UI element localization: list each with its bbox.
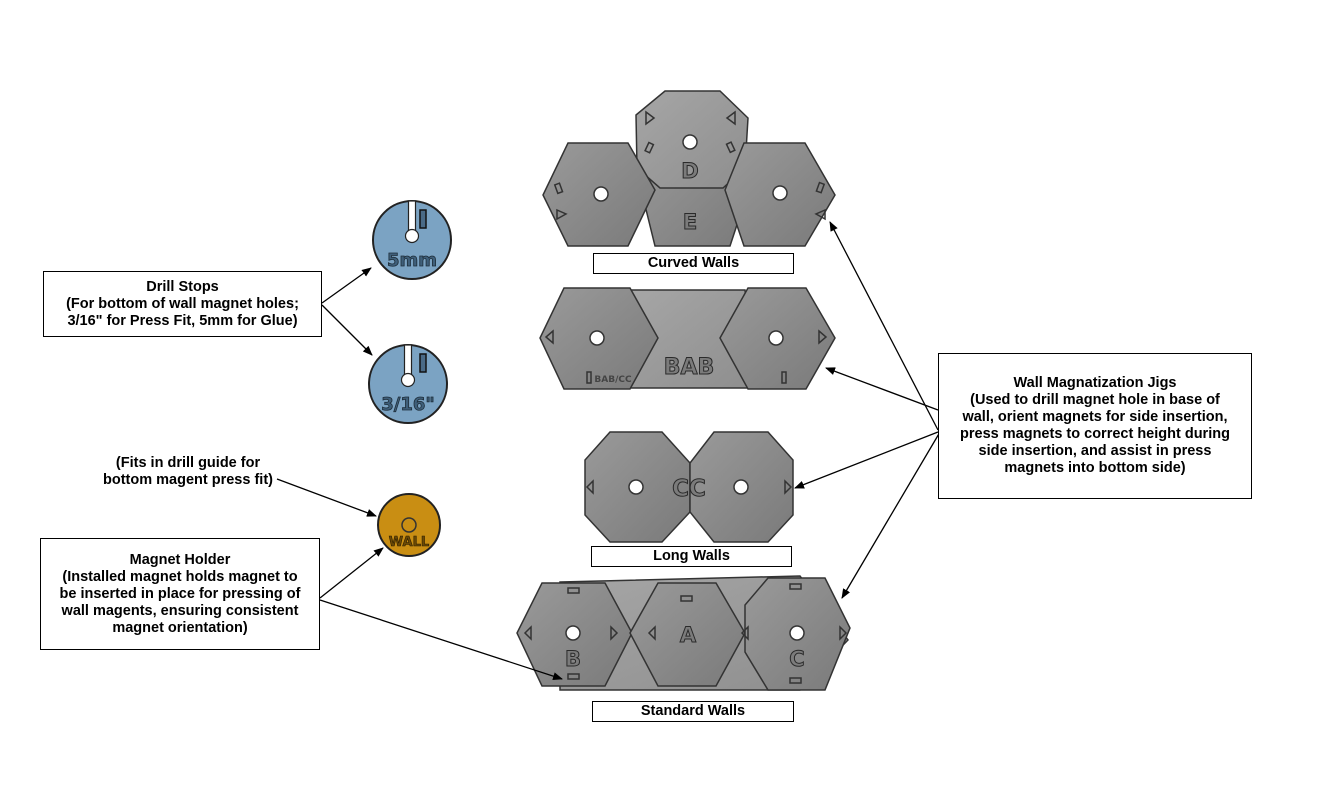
wall-jigs-line-2: wall, orient magnets for side insertion, [962, 409, 1228, 425]
magnet-holder-disc: WALL [377, 493, 441, 557]
magnet-holder-title: Magnet Holder [129, 551, 231, 568]
wall-jigs-line-5: magnets into bottom side) [1004, 460, 1186, 476]
arrow-to-standard-b [319, 599, 563, 681]
press-fit-line-2: bottom magent press fit) [103, 472, 273, 488]
standard-letter-a: A [680, 623, 697, 647]
drill-stop-5mm-label: 5mm [387, 250, 437, 271]
press-fit-line-1: (Fits in drill guide for [115, 455, 261, 471]
wall-jigs-line-1: (Used to drill magnet hole in base of [970, 392, 1220, 408]
wall-jigs-title: Wall Magnatization Jigs [1013, 375, 1177, 391]
standard-letter-b: B [565, 647, 581, 671]
arrows [276, 221, 941, 681]
bab-walls-jig: BAB/CC BAB [539, 287, 836, 390]
wall-jigs-box: Wall Magnatization Jigs (Used to drill m… [938, 353, 1252, 499]
standard-walls-label-box: Standard Walls [592, 701, 794, 722]
bab-center-label: BAB [664, 355, 715, 380]
drill-stops-box: Drill Stops (For bottom of wall magnet h… [43, 271, 322, 337]
drill-stops-line-2: 3/16" for Press Fit, 5mm for Glue) [67, 312, 298, 329]
arrow-to-long [794, 431, 939, 489]
standard-walls-jig: A B C [516, 575, 851, 691]
long-walls-center-label: CC [672, 476, 706, 502]
magnet-holder-line-3: wall magents, ensuring consistent [61, 602, 299, 619]
standard-letter-c: C [789, 647, 804, 671]
drill-stop-3-16-label: 3/16" [381, 394, 435, 415]
arrow-to-holder-press [276, 478, 377, 517]
arrow-to-curved [829, 221, 939, 431]
magnet-holder-line-2: be inserted in place for pressing of [59, 585, 301, 602]
wall-jigs-line-3: press magnets to correct height during [960, 426, 1230, 442]
bab-small-label: BAB/CC [594, 375, 632, 385]
magnet-holder-line-1: (Installed magnet holds magnet to [62, 568, 298, 585]
curved-letter-d: D [681, 159, 698, 183]
drill-stop-5mm: 5mm [372, 200, 452, 280]
drill-stops-title: Drill Stops [146, 278, 219, 295]
magnet-holder-line-4: magnet orientation) [112, 619, 248, 636]
arrow-to-bab [825, 367, 939, 411]
curved-walls-label-box: Curved Walls [593, 253, 794, 274]
long-walls-jig: CC [584, 431, 794, 543]
press-fit-note: (Fits in drill guide for bottom magent p… [88, 455, 288, 489]
magnet-holder-box: Magnet Holder (Installed magnet holds ma… [40, 538, 320, 650]
curved-walls-jig: D E [542, 90, 836, 247]
arrow-to-3-16 [321, 304, 373, 356]
magnet-holder-disc-label: WALL [389, 535, 429, 550]
drill-stops-line-1: (For bottom of wall magnet holes; [66, 295, 299, 312]
arrow-to-5mm [321, 267, 372, 304]
standard-walls-label: Standard Walls [640, 703, 746, 719]
curved-letter-e: E [683, 210, 697, 234]
drill-stop-3-16: 3/16" [368, 344, 448, 424]
wall-jigs-line-4: side insertion, and assist in press [978, 443, 1212, 459]
curved-walls-label: Curved Walls [647, 255, 740, 271]
long-walls-label-box: Long Walls [591, 546, 792, 567]
arrow-to-holder-disc [319, 547, 384, 599]
arrow-to-standard [841, 431, 941, 599]
long-walls-label: Long Walls [653, 548, 730, 564]
